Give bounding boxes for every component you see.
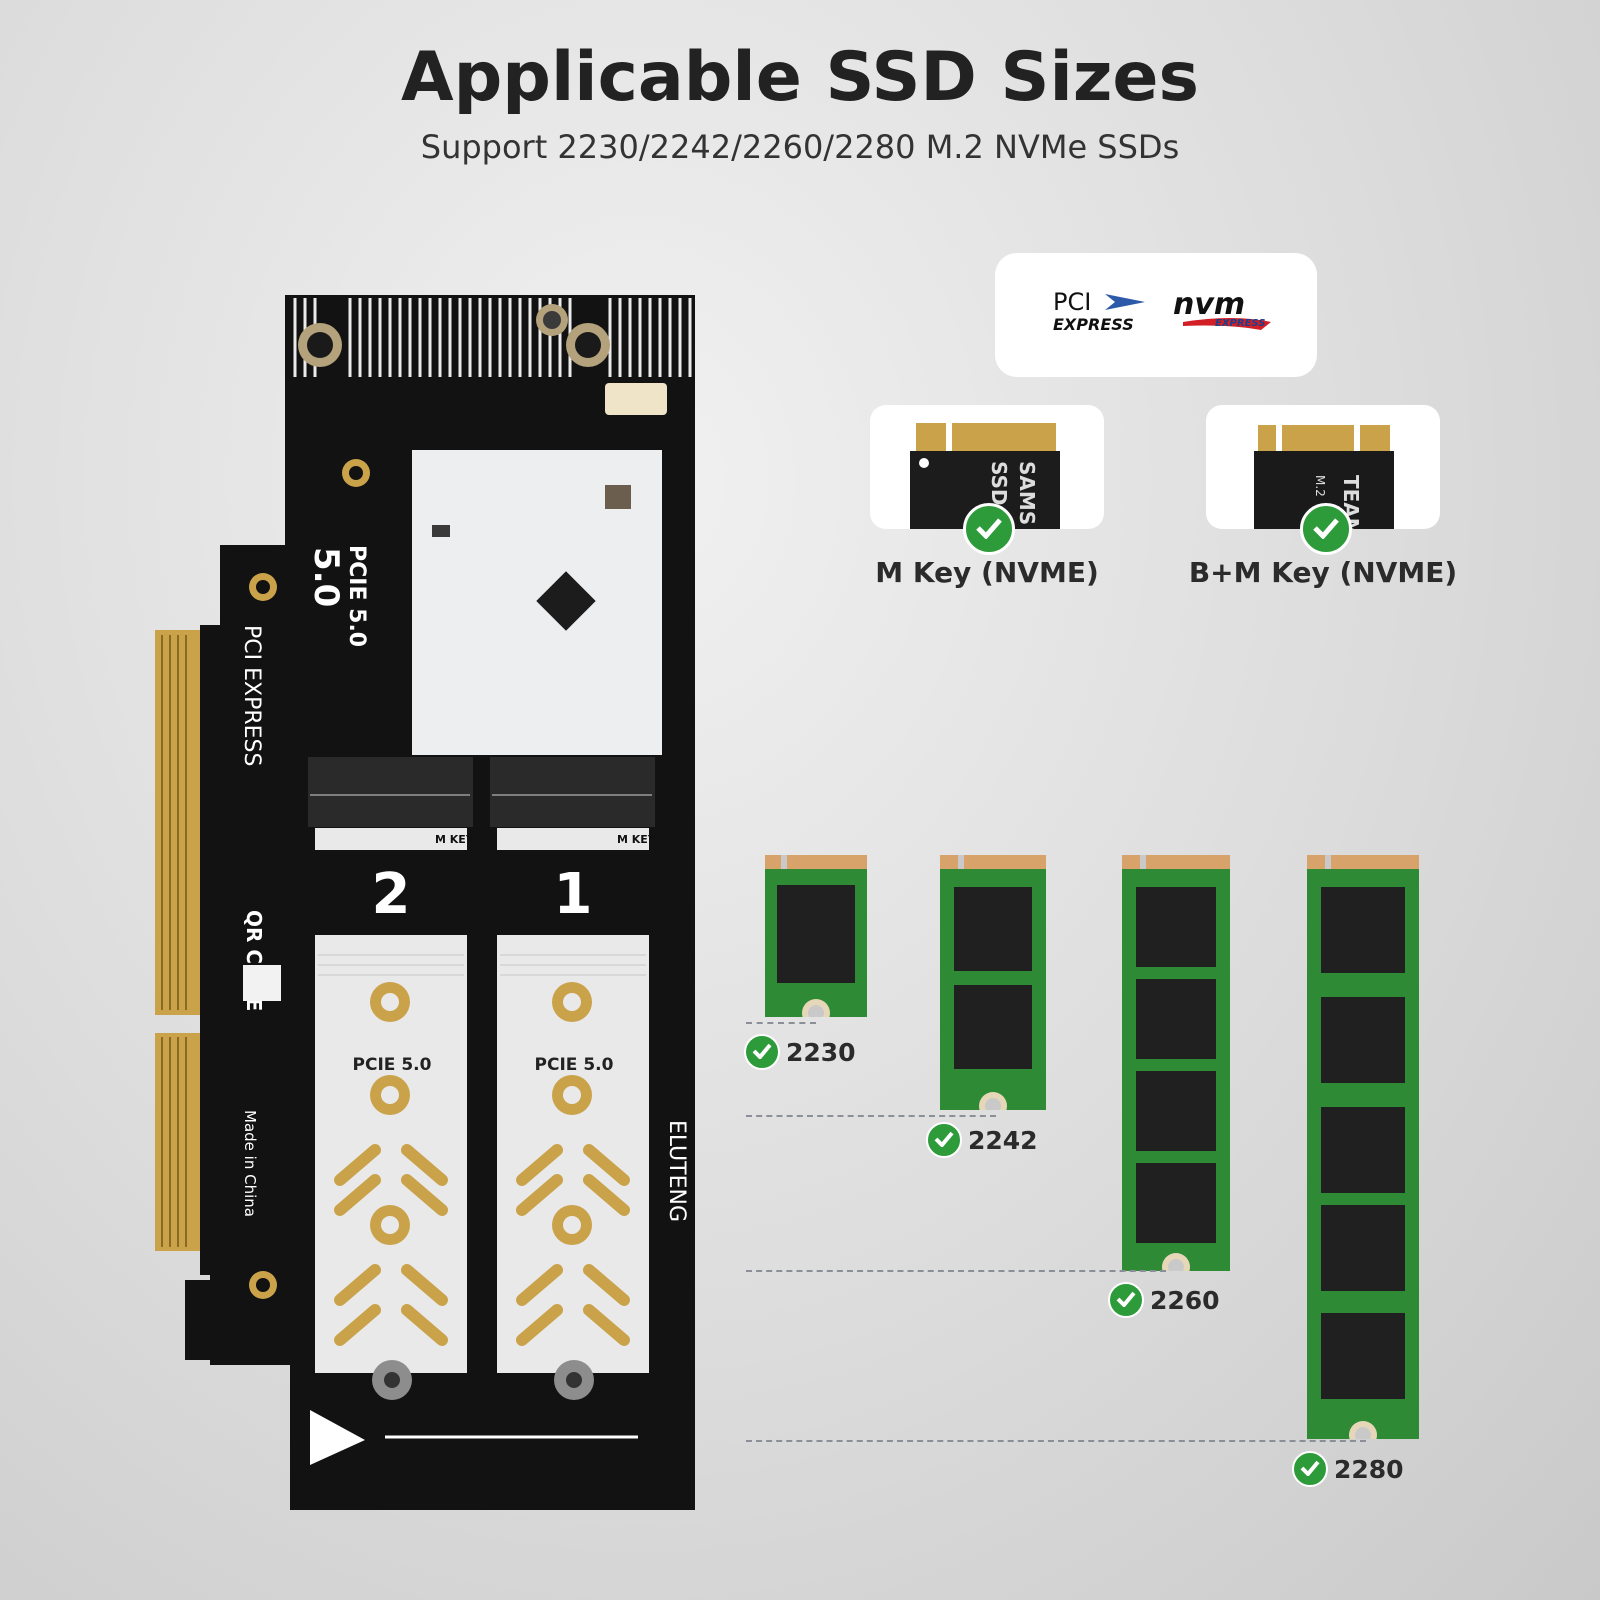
size-2242-check-icon	[926, 1122, 962, 1158]
ssd-2242-board	[940, 855, 1046, 1110]
pcie-adapter-card-image: 5.0 PCI EXPRESS PCIE 5.0 QR CODE Made in…	[155, 295, 695, 1510]
nvm-express-logo: nvm EXPRESS	[1173, 288, 1271, 330]
svg-text:EXPRESS: EXPRESS	[1053, 315, 1134, 334]
svg-text:EXPRESS: EXPRESS	[1215, 318, 1265, 329]
ssd-2280-board	[1307, 855, 1419, 1439]
svg-text:M.2: M.2	[1313, 475, 1327, 497]
guide-2242	[746, 1115, 996, 1117]
size-2242-label: 2242	[968, 1126, 1038, 1155]
slot-2-number: 2	[372, 862, 411, 927]
slot-2-mkey: M KEY	[435, 833, 475, 846]
bm-key-check-icon	[1300, 503, 1352, 555]
guide-2260	[746, 1270, 1166, 1272]
pci-express-logo: PCI EXPRESS	[1053, 288, 1145, 334]
card-made-in-label: Made in China	[241, 1110, 259, 1217]
guide-2280	[746, 1440, 1366, 1442]
bm-key-label: B+M Key (NVME)	[1188, 556, 1458, 589]
svg-text:PCI: PCI	[1053, 288, 1091, 316]
size-2260-check-icon	[1108, 1282, 1144, 1318]
bm-key-ssd-box: TEAM M.2	[1206, 405, 1440, 529]
size-2260-label: 2260	[1150, 1286, 1220, 1315]
ssd-2260-board	[1122, 855, 1230, 1271]
guide-2230	[746, 1022, 816, 1024]
slot-1-pcie: PCIE 5.0	[535, 1055, 614, 1075]
m-key-label: M Key (NVME)	[875, 556, 1099, 589]
size-2230-check-icon	[744, 1034, 780, 1070]
size-2230-label: 2230	[786, 1038, 856, 1067]
page-title: Applicable SSD Sizes	[400, 38, 1200, 117]
size-2280-check-icon	[1292, 1451, 1328, 1487]
svg-text:nvm: nvm	[1173, 288, 1245, 322]
ssd-2230-board	[765, 855, 867, 1017]
m-key-check-icon	[963, 503, 1015, 555]
card-pcie-express-label: PCI EXPRESS	[239, 625, 264, 766]
size-2280-label: 2280	[1334, 1455, 1404, 1484]
svg-text:SSD: SSD	[987, 461, 1011, 506]
card-brand-label: ELUTENG	[664, 1120, 689, 1222]
bm-key-ssd-image: TEAM M.2	[1254, 425, 1394, 529]
slot-1-number: 1	[554, 862, 593, 927]
page-subtitle: Support 2230/2242/2260/2280 M.2 NVMe SSD…	[420, 128, 1180, 166]
standards-logo-panel: PCI EXPRESS nvm EXPRESS	[995, 253, 1317, 377]
slot-1-mkey: M KEY	[617, 833, 657, 846]
slot-2-pcie: PCIE 5.0	[353, 1055, 432, 1075]
card-version-label: 5.0	[306, 547, 346, 607]
card-pcie-label: PCIE 5.0	[344, 545, 369, 647]
svg-text:SAMS: SAMS	[1015, 461, 1039, 525]
